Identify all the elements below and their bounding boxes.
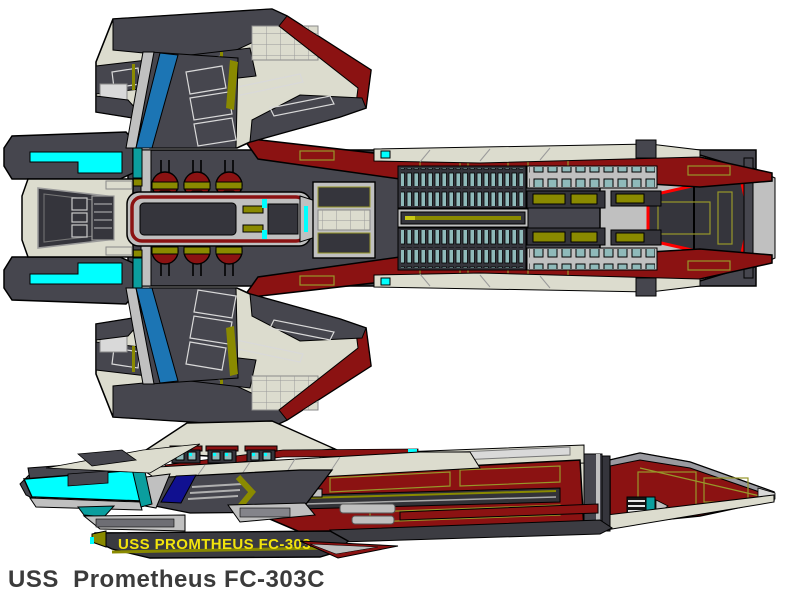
module-glow <box>304 206 308 232</box>
keel-stripe <box>397 208 529 228</box>
module-glow <box>262 230 267 239</box>
module-bay <box>139 202 237 236</box>
skid <box>351 515 395 525</box>
olive-chevron <box>235 474 256 511</box>
navy-stripe <box>160 474 197 504</box>
bow-tab <box>105 246 133 256</box>
module-hatch <box>267 203 299 235</box>
skid <box>339 503 396 514</box>
bow-section <box>21 178 134 258</box>
chin-hull: USS PROMTHEUS FC-303 <box>90 530 399 559</box>
side-view: USS PROMTHEUS FC-303 <box>19 420 776 559</box>
side-nose <box>19 443 316 532</box>
command-module <box>126 191 323 247</box>
bow-tab <box>105 180 133 190</box>
chin-cyan-chip <box>90 537 94 544</box>
module-bar <box>242 205 264 214</box>
keel-maroon <box>399 503 599 521</box>
top-view <box>4 9 776 427</box>
caption: USS Prometheus FC-303C <box>8 566 325 593</box>
side-flank <box>133 469 334 514</box>
chin-gold-tip <box>91 530 107 548</box>
bow-panels <box>71 195 115 241</box>
module-bar <box>242 224 264 233</box>
deck-grid-box <box>312 181 376 259</box>
hull-marking-label: USS PROMTHEUS FC-303 <box>118 536 311 553</box>
module-glow <box>262 199 267 208</box>
